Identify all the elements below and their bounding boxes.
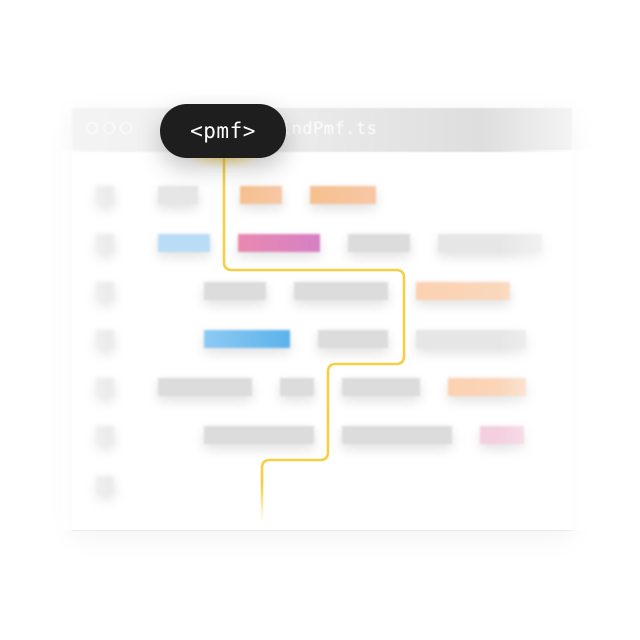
code-token xyxy=(294,282,388,300)
code-token xyxy=(318,330,388,348)
code-token xyxy=(240,186,282,204)
code-token xyxy=(280,378,314,396)
code-token xyxy=(416,330,526,348)
pmf-badge-label: <pmf> xyxy=(190,119,256,143)
code-token xyxy=(158,378,252,396)
code-token xyxy=(342,426,452,444)
editor-titlebar: findPmf.ts xyxy=(72,108,572,152)
code-token xyxy=(204,282,266,300)
window-controls xyxy=(86,122,132,134)
window-dot-icon[interactable] xyxy=(86,122,98,134)
window-dot-icon[interactable] xyxy=(103,122,115,134)
code-token xyxy=(158,186,198,204)
code-token xyxy=(204,426,314,444)
file-tab-name[interactable]: findPmf.ts xyxy=(270,119,378,139)
code-token xyxy=(238,234,320,252)
code-token xyxy=(342,378,420,396)
code-token xyxy=(348,234,410,252)
code-token xyxy=(204,330,290,348)
code-token xyxy=(158,234,210,252)
code-token xyxy=(416,282,510,300)
pmf-badge[interactable]: <pmf> xyxy=(160,104,286,158)
code-token xyxy=(310,186,376,204)
window-dot-icon[interactable] xyxy=(120,122,132,134)
